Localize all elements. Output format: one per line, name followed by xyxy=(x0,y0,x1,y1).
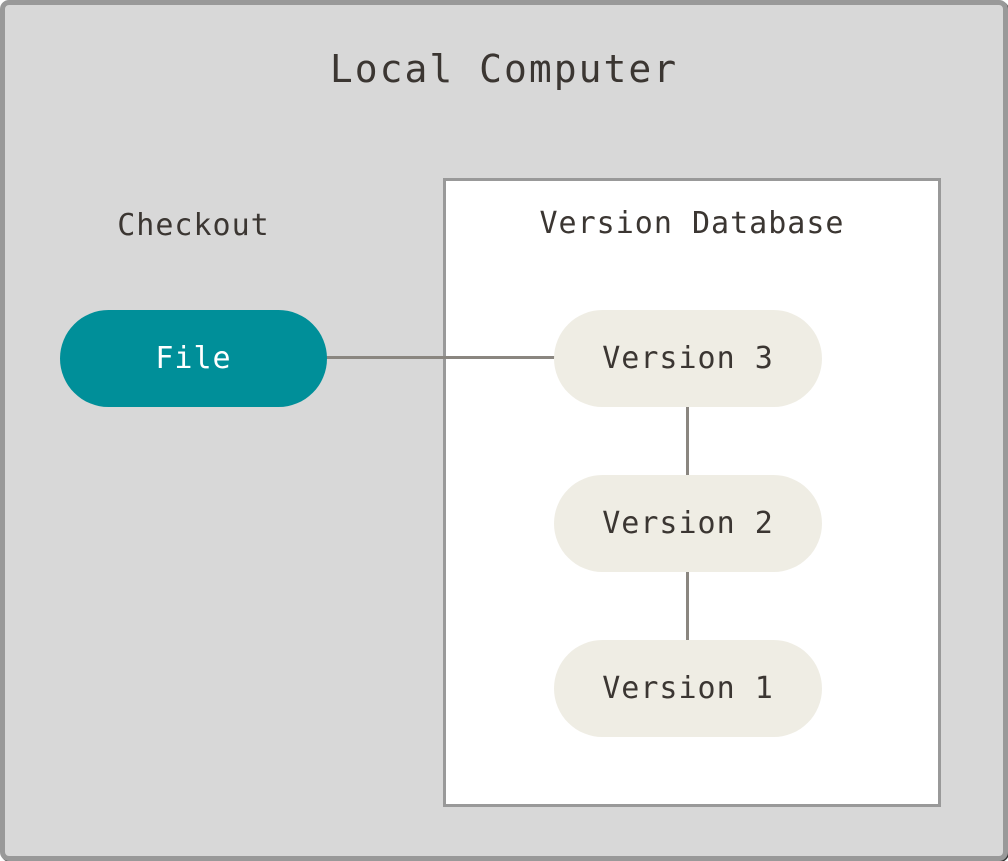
file-node: File xyxy=(60,310,327,407)
connector-file-to-version3 xyxy=(320,356,565,359)
version-2-node: Version 2 xyxy=(554,475,822,572)
version-database-title: Version Database xyxy=(539,206,845,241)
version-3-node: Version 3 xyxy=(554,310,822,407)
diagram-title: Local Computer xyxy=(329,47,679,91)
version-1-node: Version 1 xyxy=(554,640,822,737)
connector-version2-to-version1 xyxy=(686,570,689,644)
connector-version3-to-version2 xyxy=(686,405,689,479)
checkout-label: Checkout xyxy=(117,208,270,243)
